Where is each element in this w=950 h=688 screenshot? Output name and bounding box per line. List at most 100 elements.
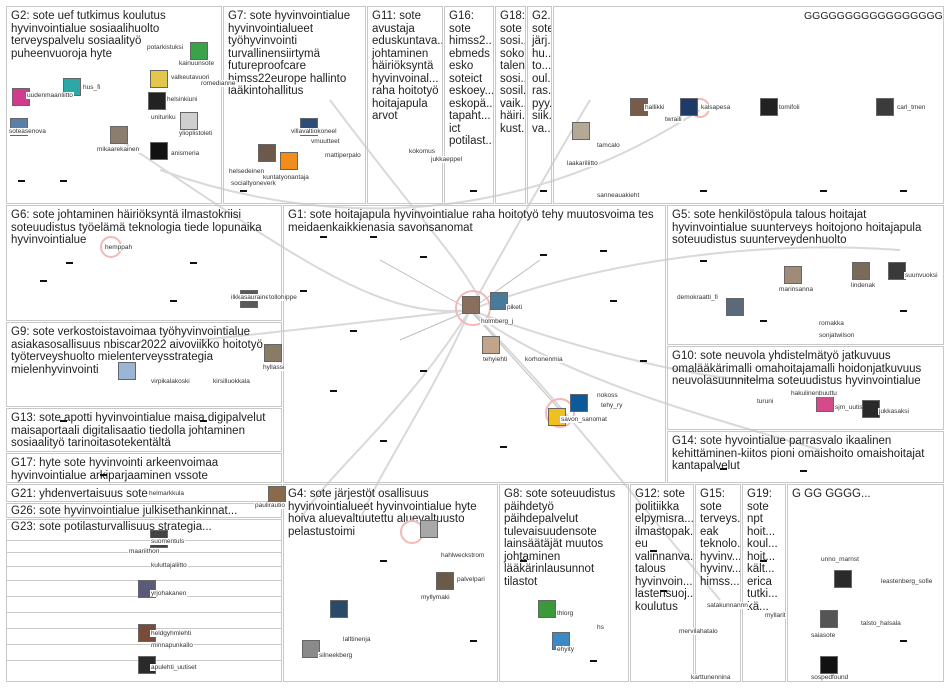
avatar-node[interactable] (876, 98, 894, 116)
small-node (420, 370, 427, 372)
node-label: kirsilluokkala (212, 378, 251, 385)
node-label: suomentuls (150, 538, 186, 545)
group-g16: G16: sote himss2... ebmeds esko soteict … (444, 6, 494, 204)
avatar-node[interactable] (852, 262, 870, 280)
node-label: suunvuoksi (904, 272, 939, 279)
node-label: silneekberg (318, 652, 354, 659)
avatar-node[interactable] (490, 292, 508, 310)
small-node (610, 300, 617, 302)
node-label: uudenmaanliitto (26, 92, 74, 99)
group-g4: G4: sote järjestöt osallisuus hyvinvoint… (283, 484, 498, 682)
node-label: anismeria (170, 150, 201, 157)
avatar-node[interactable] (462, 296, 480, 314)
avatar-node[interactable] (420, 520, 438, 538)
node-ring (545, 398, 575, 428)
node-label: valkeutavuori (170, 74, 211, 81)
node-label: laakariliitto (566, 160, 599, 167)
group-g7-title: G7: sote hyvinvointialue hyvinvointialue… (228, 10, 354, 97)
avatar-node[interactable] (436, 572, 454, 590)
node-label: satakunnannn (706, 602, 749, 609)
avatar-node[interactable] (118, 362, 136, 380)
small-node (100, 474, 107, 476)
avatar-node[interactable] (888, 262, 906, 280)
group-g17: G17: hyte sote hyvinvointi arkeenvoimaa … (6, 453, 282, 483)
small-node (650, 550, 657, 552)
avatar-node[interactable] (784, 266, 802, 284)
avatar-node[interactable] (190, 42, 208, 60)
avatar-node[interactable] (570, 394, 588, 412)
avatar-node[interactable] (572, 122, 590, 140)
node-label: potarkistuksi (146, 44, 185, 51)
node-label: romakka (818, 320, 845, 327)
avatar-node[interactable] (538, 600, 556, 618)
small-node (240, 190, 247, 192)
small-node (66, 262, 73, 264)
avatar-node[interactable] (150, 70, 168, 88)
avatar-node[interactable] (820, 656, 838, 674)
avatar-node[interactable] (820, 610, 838, 628)
avatar-node[interactable] (760, 98, 778, 116)
node-label: helmarkkula (148, 490, 186, 497)
group-g13: G13: sote apotti hyvinvointialue maisa d… (6, 408, 282, 452)
g23-stripe (6, 540, 282, 541)
group-g21: G21: yhdenvertaisuus sote (6, 484, 282, 502)
group-g18-title: G18: sote sosi... soko... talen... sosi.… (500, 10, 526, 135)
small-node (700, 260, 707, 262)
node-label: mervilahatalo (678, 628, 719, 635)
group-g26: G26: sote hyvinvointialue julkisethankin… (6, 503, 282, 518)
node-label: tamcalo (596, 142, 621, 149)
small-node (170, 300, 177, 302)
node-label: ehyity (556, 646, 575, 653)
avatar-node[interactable] (150, 142, 168, 160)
small-node (320, 236, 327, 238)
small-node (720, 468, 727, 470)
node-label: hs (596, 624, 605, 631)
group-g2: G2: sote uef tutkimus koulutus hyvinvoin… (6, 6, 222, 204)
avatar-node[interactable] (482, 336, 500, 354)
small-node (60, 180, 67, 182)
small-node (900, 190, 907, 192)
group-g13-title: G13: sote apotti hyvinvointialue maisa d… (11, 412, 269, 449)
node-label: ilkkasauraine (230, 294, 270, 301)
small-node (540, 190, 547, 192)
node-label: unno_marnst (820, 556, 860, 563)
node-label: virpikalakoski (150, 378, 191, 385)
node-label: tomifoli (778, 104, 801, 111)
small-node (330, 390, 337, 392)
avatar-node[interactable] (258, 144, 276, 162)
node-label: thlorg (556, 610, 575, 617)
group-g20: G GG GGGG... (787, 484, 944, 682)
small-node (380, 440, 387, 442)
group-g14-title: G14: sote hyvointialue parrasvalo ikaali… (672, 435, 928, 472)
node-label: myllymaki (420, 594, 451, 601)
avatar-node[interactable] (302, 640, 320, 658)
small-node (18, 180, 25, 182)
avatar-node[interactable] (110, 126, 128, 144)
group-g16-title: G16: sote himss2... ebmeds esko soteict … (449, 10, 494, 147)
node-label: demokraatti_fi (676, 294, 719, 301)
small-node (520, 560, 527, 562)
avatar-node[interactable] (834, 570, 852, 588)
node-label: holmberg_j (480, 318, 515, 325)
node-label: sonjatwilson (818, 332, 856, 339)
group-g8-title: G8: sote soteuudistus päihdetyö päihdepa… (504, 488, 619, 588)
node-label: tehy_ry (600, 402, 624, 409)
group-g15-title: G15: sote terveys... eak teknolo... hyvi… (700, 488, 741, 588)
node-label: ylioplistoleti (178, 130, 214, 137)
avatar-node[interactable] (264, 344, 282, 362)
avatar-node[interactable] (726, 298, 744, 316)
node-label: korhonenmia (524, 356, 564, 363)
avatar-node[interactable] (680, 98, 698, 116)
avatar-node[interactable] (280, 152, 298, 170)
avatar-node[interactable] (180, 112, 198, 130)
avatar-node[interactable] (148, 92, 166, 110)
node-label: helsedeinen (228, 168, 266, 175)
group-g9: G9: sote verkostoistavoimaa työhyvinvoin… (6, 322, 282, 407)
node-label: saiasote (810, 632, 837, 639)
group-g2b-title: G2... sote järj... hu... to... oul... ra… (532, 10, 552, 135)
node-label: hyllassi (262, 364, 286, 371)
small-node (420, 256, 427, 258)
avatar-node[interactable] (330, 600, 348, 618)
node-label: yrjohakanen (150, 590, 188, 597)
node-label: sjm_uutiset (834, 404, 869, 411)
